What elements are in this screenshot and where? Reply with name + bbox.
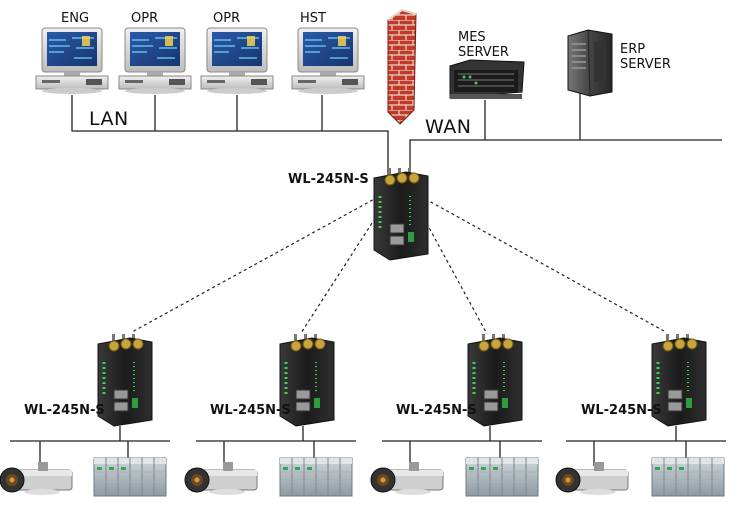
remote-device-label-4: WL-245N-S [581,403,662,418]
camera-3 [370,461,444,496]
remote-device-label-3: WL-245N-S [396,403,477,418]
workstation-label-opr-1: OPR [131,11,159,26]
wan-label: WAN [425,116,472,138]
workstation-label-hst: HST [300,11,326,26]
plc-3 [465,457,539,497]
remote-device-label-1: WL-245N-S [24,403,105,418]
lan-backbone-line [71,95,389,196]
plc-4 [651,457,725,497]
mes-server-label: MES SERVER [458,30,509,60]
brick-firewall-icon [387,8,417,125]
computer-workstation-icon [291,27,365,95]
remote-radio-1 [96,332,154,428]
camera-2 [184,461,258,496]
mes-server-label-line2: SERVER [458,45,509,60]
camera-4 [555,461,629,496]
plc-controller-icon [279,457,353,497]
wireless-radio-device-icon [96,332,154,428]
mes-server-label-line1: MES [458,30,486,45]
plc-controller-icon [93,457,167,497]
workstation-hst [291,27,365,95]
erp-server-label: ERP SERVER [620,42,671,72]
erp-server-label-line1: ERP [620,42,646,57]
plc-2 [279,457,353,497]
plc-controller-icon [465,457,539,497]
workstation-label-eng: ENG [61,11,90,26]
computer-workstation-icon [200,27,274,95]
ip-camera-icon [555,461,629,496]
wireless-radio-device-icon [372,166,430,262]
lan-drop-lines [154,95,323,131]
computer-workstation-icon [35,27,109,95]
workstation-label-opr-2: OPR [213,11,241,26]
ip-camera-icon [370,461,444,496]
master-device-label: WL-245N-S [288,172,369,187]
master-radio [372,166,430,262]
workstation-opr-2 [200,27,274,95]
lan-label: LAN [89,108,129,130]
workstation-opr-1 [118,27,192,95]
plc-controller-icon [651,457,725,497]
workstation-eng [35,27,109,95]
tower-server-icon [567,29,613,97]
erp-server-label-line2: SERVER [620,57,671,72]
camera-1 [0,461,73,496]
plc-1 [93,457,167,497]
rack-server-icon [449,59,525,99]
ip-camera-icon [184,461,258,496]
wan-backbone-line [409,139,722,196]
computer-workstation-icon [118,27,192,95]
local-bus-lines [10,426,726,466]
ip-camera-icon [0,461,73,496]
wan-drop-lines [484,93,581,140]
remote-device-label-2: WL-245N-S [210,403,291,418]
